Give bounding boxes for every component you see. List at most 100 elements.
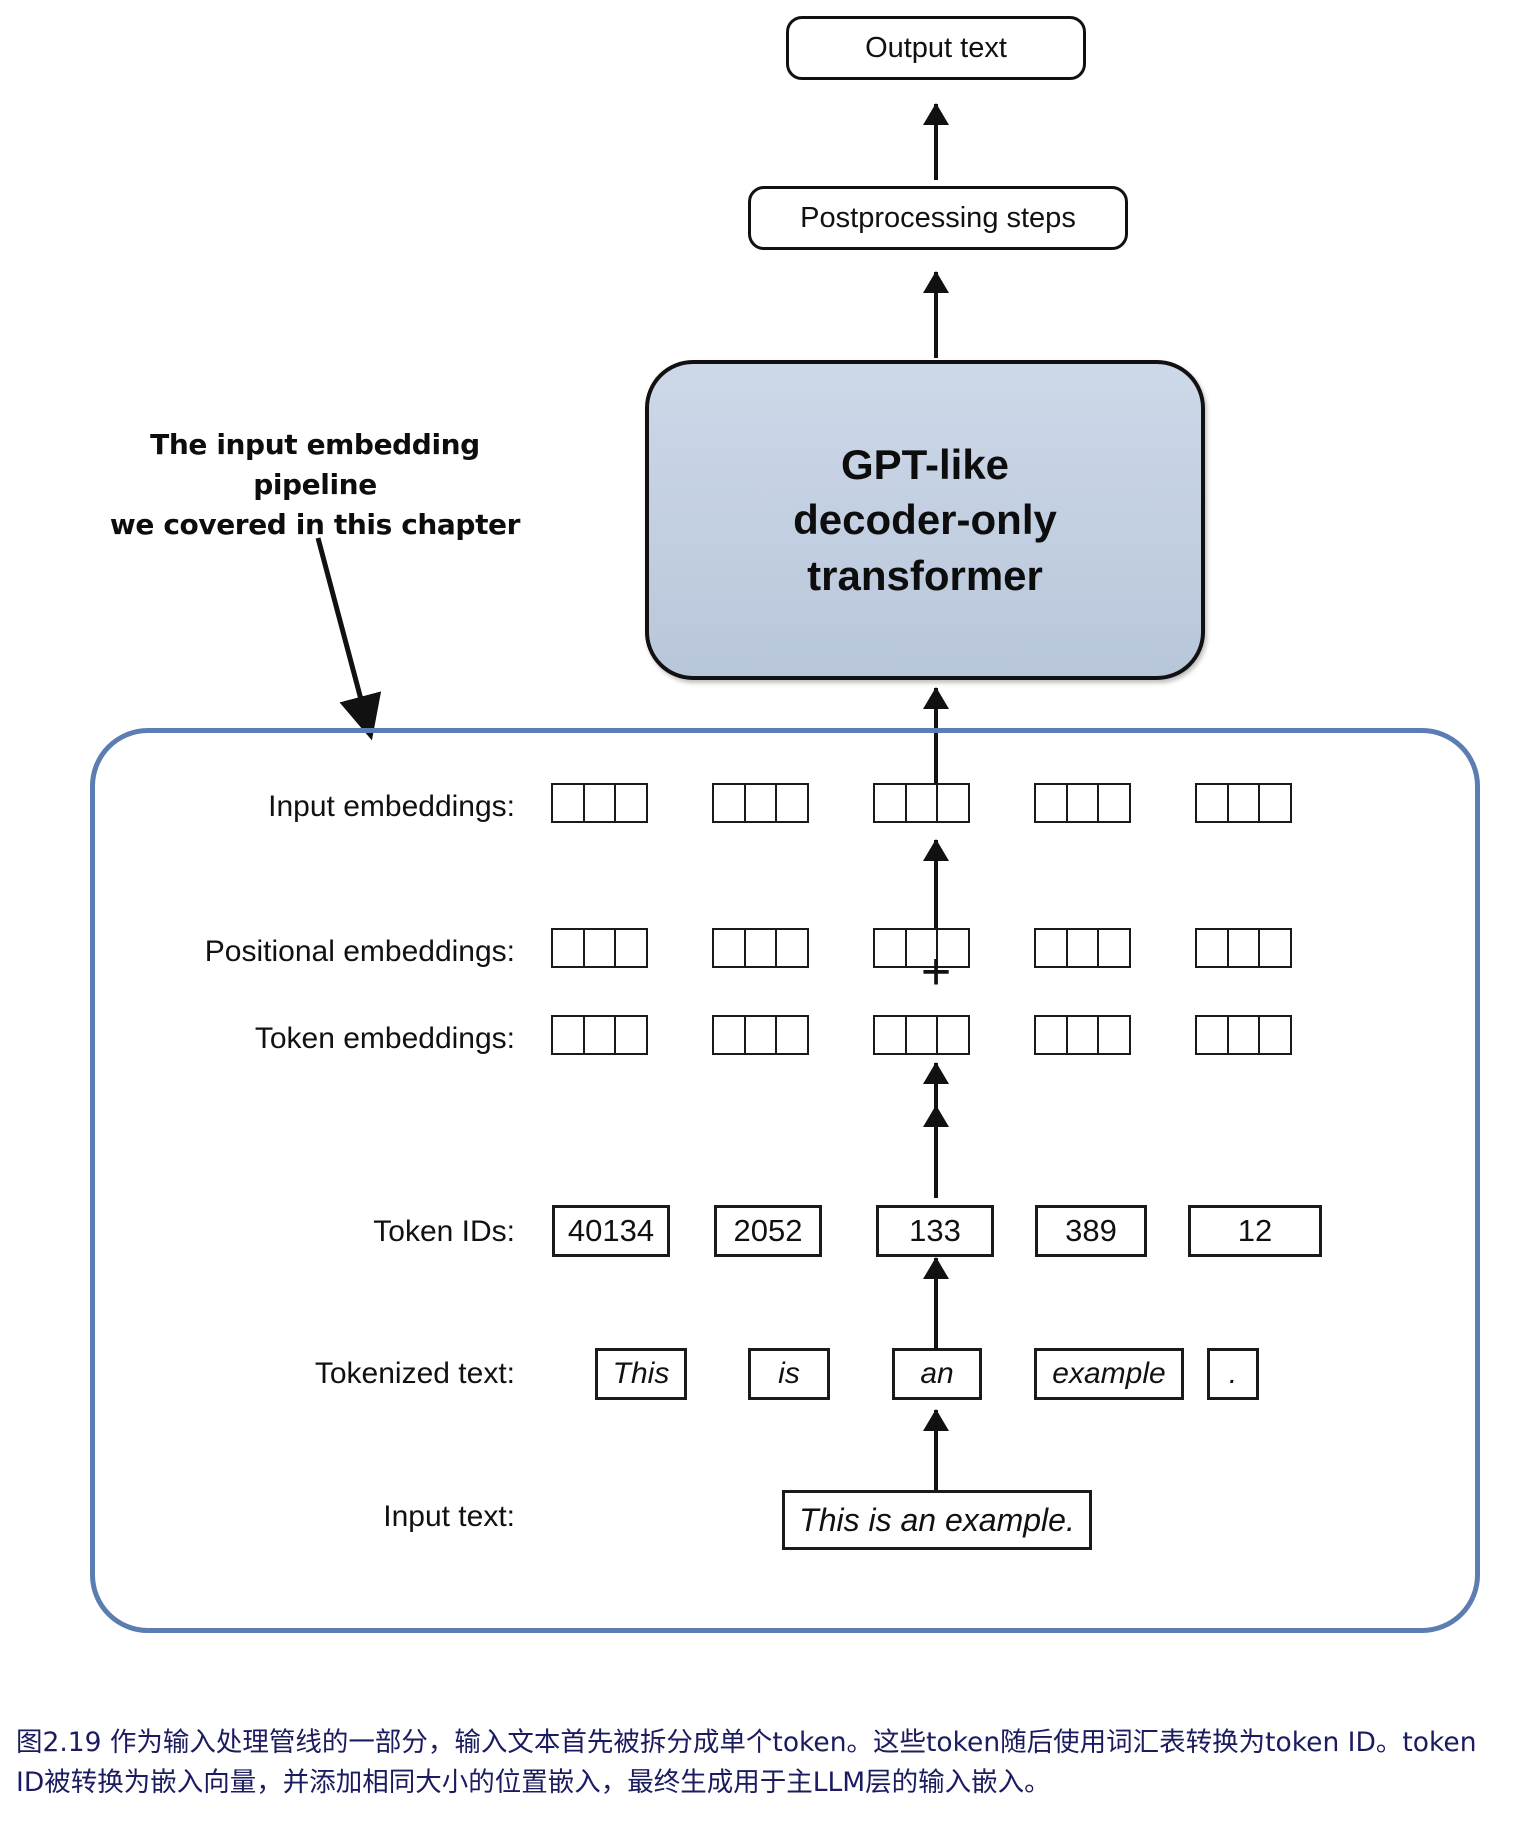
vector-cell <box>1097 1015 1131 1055</box>
vector-cell <box>1195 783 1229 823</box>
token-id-box: 133 <box>876 1205 994 1257</box>
token-text-value: is <box>778 1357 800 1390</box>
vector-cell <box>1034 1015 1068 1055</box>
vector-cell <box>775 783 809 823</box>
annotation-text: The input embedding pipeline we covered … <box>95 425 535 544</box>
postprocessing-steps-box: Postprocessing steps <box>748 186 1128 250</box>
row-label-tokenized-text: Tokenized text: <box>314 1357 515 1390</box>
vector-cell <box>1258 1015 1292 1055</box>
vector-cell <box>1034 783 1068 823</box>
vector-group <box>551 783 648 823</box>
vector-cell <box>775 1015 809 1055</box>
connector-line-tokenized-to-ids <box>934 1330 938 1350</box>
row-label-input-embeddings: Input embeddings: <box>268 790 515 823</box>
token-id-value: 389 <box>1065 1213 1117 1248</box>
output-text-label: Output text <box>865 31 1007 64</box>
vector-cell <box>614 1015 648 1055</box>
vector-cell <box>1065 1015 1100 1055</box>
input-text-box: This is an example. <box>782 1490 1092 1550</box>
token-text-box: . <box>1207 1348 1259 1400</box>
gpt-decoder-transformer-box: GPT-like decoder-only transformer <box>645 360 1205 680</box>
vector-cell <box>614 783 648 823</box>
vector-group <box>712 783 809 823</box>
vector-cell <box>1226 928 1261 968</box>
vector-group <box>1034 1015 1131 1055</box>
row-label-positional-embeddings: Positional embeddings: <box>204 935 515 968</box>
token-id-value: 2052 <box>733 1213 803 1248</box>
input-text-value: This is an example. <box>799 1501 1075 1538</box>
output-text-box: Output text <box>786 16 1086 80</box>
vector-cell <box>1097 928 1131 968</box>
vector-group <box>551 1015 648 1055</box>
vector-cell <box>1065 783 1100 823</box>
plus-symbol: + <box>920 943 952 1001</box>
model-line-3: transformer <box>807 551 1043 599</box>
vector-cell <box>551 928 585 968</box>
vector-cell <box>743 783 778 823</box>
token-text-box: is <box>748 1348 830 1400</box>
vector-cell <box>743 1015 778 1055</box>
token-text-value: an <box>920 1357 954 1390</box>
token-text-value: example <box>1052 1357 1166 1390</box>
vector-cell <box>551 783 585 823</box>
vector-cell <box>614 928 648 968</box>
vector-cell <box>873 928 907 968</box>
vector-cell <box>1258 928 1292 968</box>
vector-group <box>712 928 809 968</box>
vector-group <box>1195 928 1292 968</box>
model-line-2: decoder-only <box>793 496 1057 544</box>
vector-cell <box>936 928 970 968</box>
input-embedding-pipeline-container <box>90 728 1480 1633</box>
token-id-box: 389 <box>1035 1205 1147 1257</box>
vector-cell <box>712 783 746 823</box>
vector-group <box>873 783 970 823</box>
vector-cell <box>775 928 809 968</box>
vector-group <box>551 928 648 968</box>
token-id-box: 40134 <box>552 1205 670 1257</box>
vector-group <box>1034 783 1131 823</box>
token-text-box: an <box>892 1348 982 1400</box>
vector-cell <box>904 783 939 823</box>
token-text-box: This <box>595 1348 687 1400</box>
row-label-input-text: Input text: <box>383 1500 515 1533</box>
token-text-value: This <box>612 1357 670 1390</box>
annotation-line-2: we covered in this chapter <box>109 507 521 541</box>
vector-group <box>1195 1015 1292 1055</box>
vector-cell <box>743 928 778 968</box>
vector-group <box>1195 783 1292 823</box>
vector-cell <box>1195 1015 1229 1055</box>
vector-cell <box>582 1015 617 1055</box>
vector-cell <box>1034 928 1068 968</box>
vector-cell <box>712 1015 746 1055</box>
row-label-token-ids: Token IDs: <box>373 1215 515 1248</box>
token-id-value: 12 <box>1237 1213 1273 1248</box>
token-id-value: 40134 <box>567 1213 655 1248</box>
vector-cell <box>1226 1015 1261 1055</box>
row-label-token-embeddings: Token embeddings: <box>254 1022 515 1055</box>
vector-group <box>1034 928 1131 968</box>
token-id-box: 2052 <box>714 1205 822 1257</box>
vector-group <box>873 1015 970 1055</box>
vector-cell <box>712 928 746 968</box>
vector-cell <box>1195 928 1229 968</box>
vector-cell <box>936 783 970 823</box>
token-id-box: 12 <box>1188 1205 1322 1257</box>
vector-cell <box>873 1015 907 1055</box>
annotation-line-1: The input embedding pipeline <box>150 428 480 501</box>
vector-group <box>873 928 970 968</box>
figure-caption: 图2.19 作为输入处理管线的一部分，输入文本首先被拆分成单个token。这些t… <box>16 1727 1477 1799</box>
vector-group <box>712 1015 809 1055</box>
vector-cell <box>582 783 617 823</box>
model-line-1: GPT-like <box>840 440 1010 488</box>
token-text-value: . <box>1228 1357 1238 1390</box>
vector-cell <box>936 1015 970 1055</box>
vector-cell <box>1258 783 1292 823</box>
postprocessing-steps-label: Postprocessing steps <box>800 201 1076 234</box>
vector-cell <box>1226 783 1261 823</box>
vector-cell <box>582 928 617 968</box>
vector-cell <box>873 783 907 823</box>
token-id-value: 133 <box>909 1213 961 1248</box>
vector-cell <box>904 1015 939 1055</box>
vector-cell <box>551 1015 585 1055</box>
